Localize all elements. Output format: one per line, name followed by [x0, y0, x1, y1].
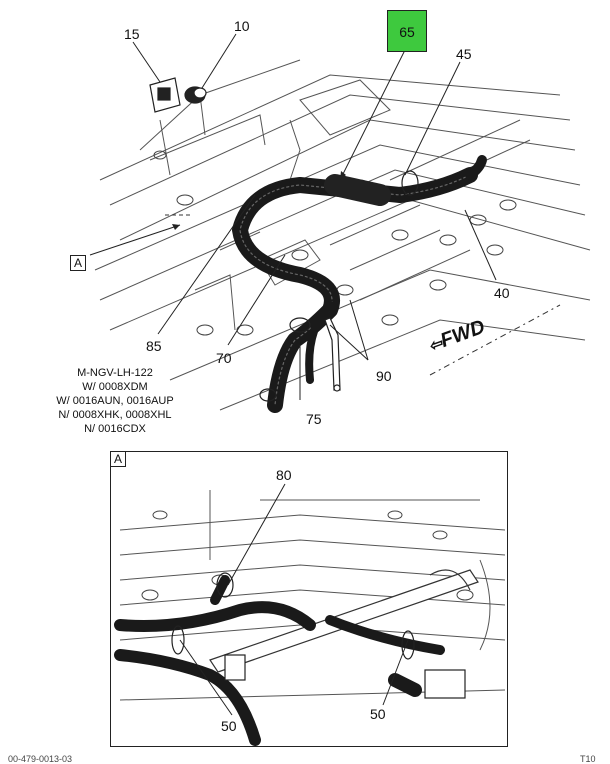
footer-drawing-number: 00-479-0013-03: [8, 754, 73, 764]
callout-90: 90: [376, 368, 392, 384]
detail-view-frame: [110, 451, 508, 747]
view-ref-a-detail: A: [110, 451, 126, 467]
callout-65: 65: [399, 24, 415, 40]
callout-50-left: 50: [221, 718, 237, 734]
footer-sheet-id: T10: [580, 754, 596, 764]
note-line: W/ 0008XDM: [82, 381, 148, 393]
note-line: N/ 0008XHK, 0008XHL: [58, 409, 172, 421]
callout-70: 70: [216, 350, 232, 366]
callout-40: 40: [494, 285, 510, 301]
applicability-note: M-NGV-LH-122 W/ 0008XDM W/ 0016AUN, 0016…: [40, 366, 190, 436]
callout-75: 75: [306, 411, 322, 427]
callout-45: 45: [456, 46, 472, 62]
callout-10: 10: [234, 18, 250, 34]
callout-65-highlight: 65: [387, 10, 427, 52]
callout-80: 80: [276, 467, 292, 483]
callout-85: 85: [146, 338, 162, 354]
note-line: N/ 0016CDX: [84, 423, 146, 435]
callout-50-right: 50: [370, 706, 386, 722]
note-line: M-NGV-LH-122: [77, 367, 153, 379]
callout-15: 15: [124, 26, 140, 42]
note-line: W/ 0016AUN, 0016AUP: [56, 395, 174, 407]
view-ref-a-main: A: [70, 255, 86, 271]
